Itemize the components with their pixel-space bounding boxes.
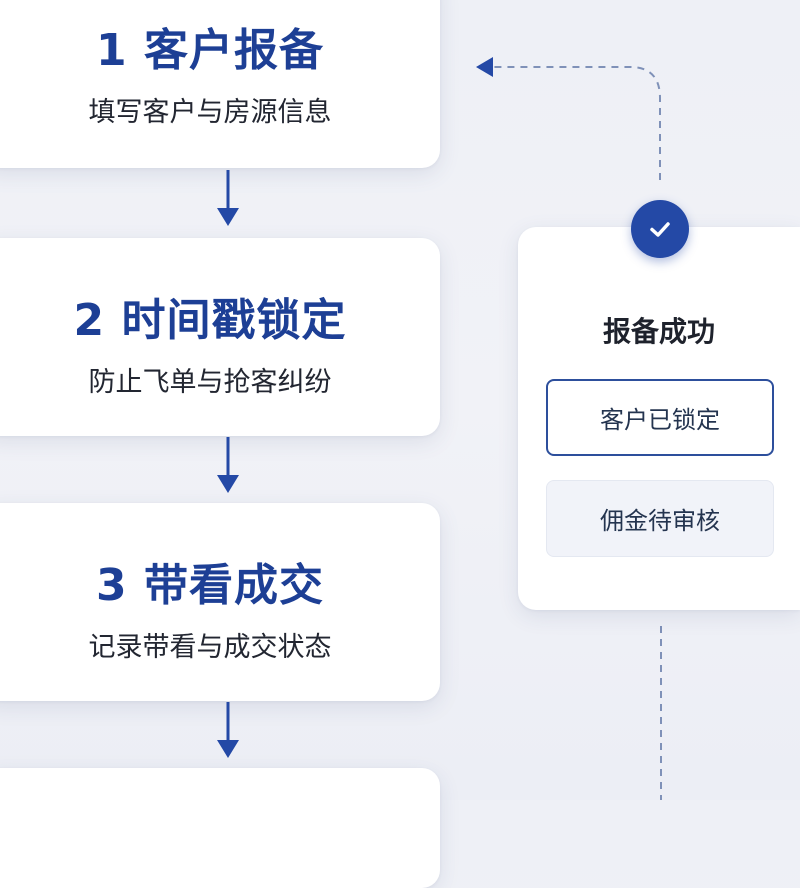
step-card-1: 1 客户报备 填写客户与房源信息 — [0, 0, 440, 168]
step-subtitle-2: 防止飞单与抢客纠纷 — [88, 367, 332, 398]
down-arrow-icon — [217, 437, 239, 493]
step-card-3: 3 带看成交 记录带看与成交状态 — [0, 503, 440, 701]
down-arrow-icon — [217, 170, 239, 226]
status-title: 报备成功 — [602, 315, 715, 348]
step-subtitle-1: 填写客户与房源信息 — [88, 97, 332, 128]
dashed-connector-top — [476, 57, 661, 180]
step-title-1: 1 客户报备 — [96, 25, 324, 76]
dashed-connector-bottom — [660, 626, 662, 800]
step-title-3: 3 带看成交 — [96, 560, 324, 611]
commission-pending-button[interactable]: 佣金待审核 — [546, 480, 774, 557]
step-card-2: 2 时间戳锁定 防止飞单与抢客纠纷 — [0, 238, 440, 436]
check-icon — [631, 200, 689, 258]
step-subtitle-3: 记录带看与成交状态 — [88, 632, 332, 663]
customer-locked-button[interactable]: 客户已锁定 — [546, 379, 774, 456]
step-card-4 — [0, 768, 440, 888]
step-title-2: 2 时间戳锁定 — [73, 295, 347, 346]
down-arrow-icon — [217, 702, 239, 758]
